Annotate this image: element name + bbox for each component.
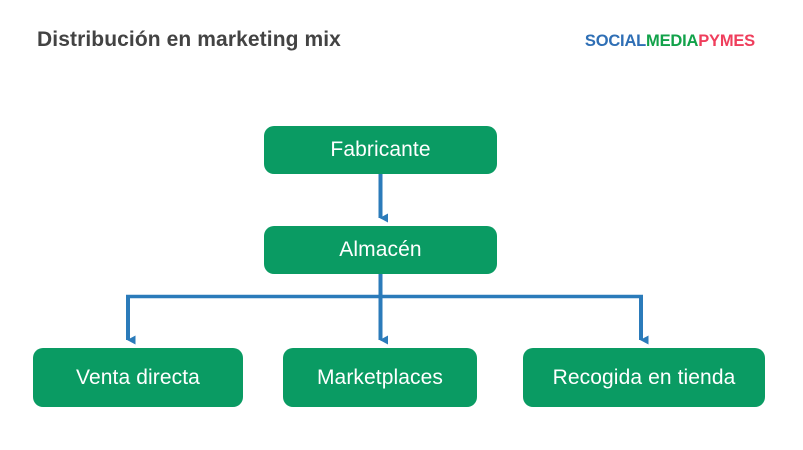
brand-logo: SOCIALMEDIAPYMES [585, 32, 755, 51]
node-almacen-label: Almacén [339, 238, 422, 261]
page-title: Distribución en marketing mix [37, 28, 341, 51]
brand-logo-pymes: PYMES [698, 32, 755, 50]
node-venta-directa[interactable]: Venta directa [33, 348, 243, 407]
brand-logo-media: MEDIA [646, 32, 699, 50]
node-marketplaces[interactable]: Marketplaces [283, 348, 477, 407]
brand-logo-social: SOCIAL [584, 32, 647, 50]
node-recogida-tienda[interactable]: Recogida en tienda [523, 348, 765, 407]
node-marketplaces-label: Marketplaces [316, 365, 444, 389]
node-venta-directa-label: Venta directa [76, 365, 200, 389]
node-fabricante[interactable]: Fabricante [264, 126, 497, 174]
node-fabricante-label: Fabricante [330, 138, 431, 161]
node-almacen[interactable]: Almacén [264, 226, 497, 274]
node-recogida-tienda-label: Recogida en tienda [552, 365, 736, 389]
